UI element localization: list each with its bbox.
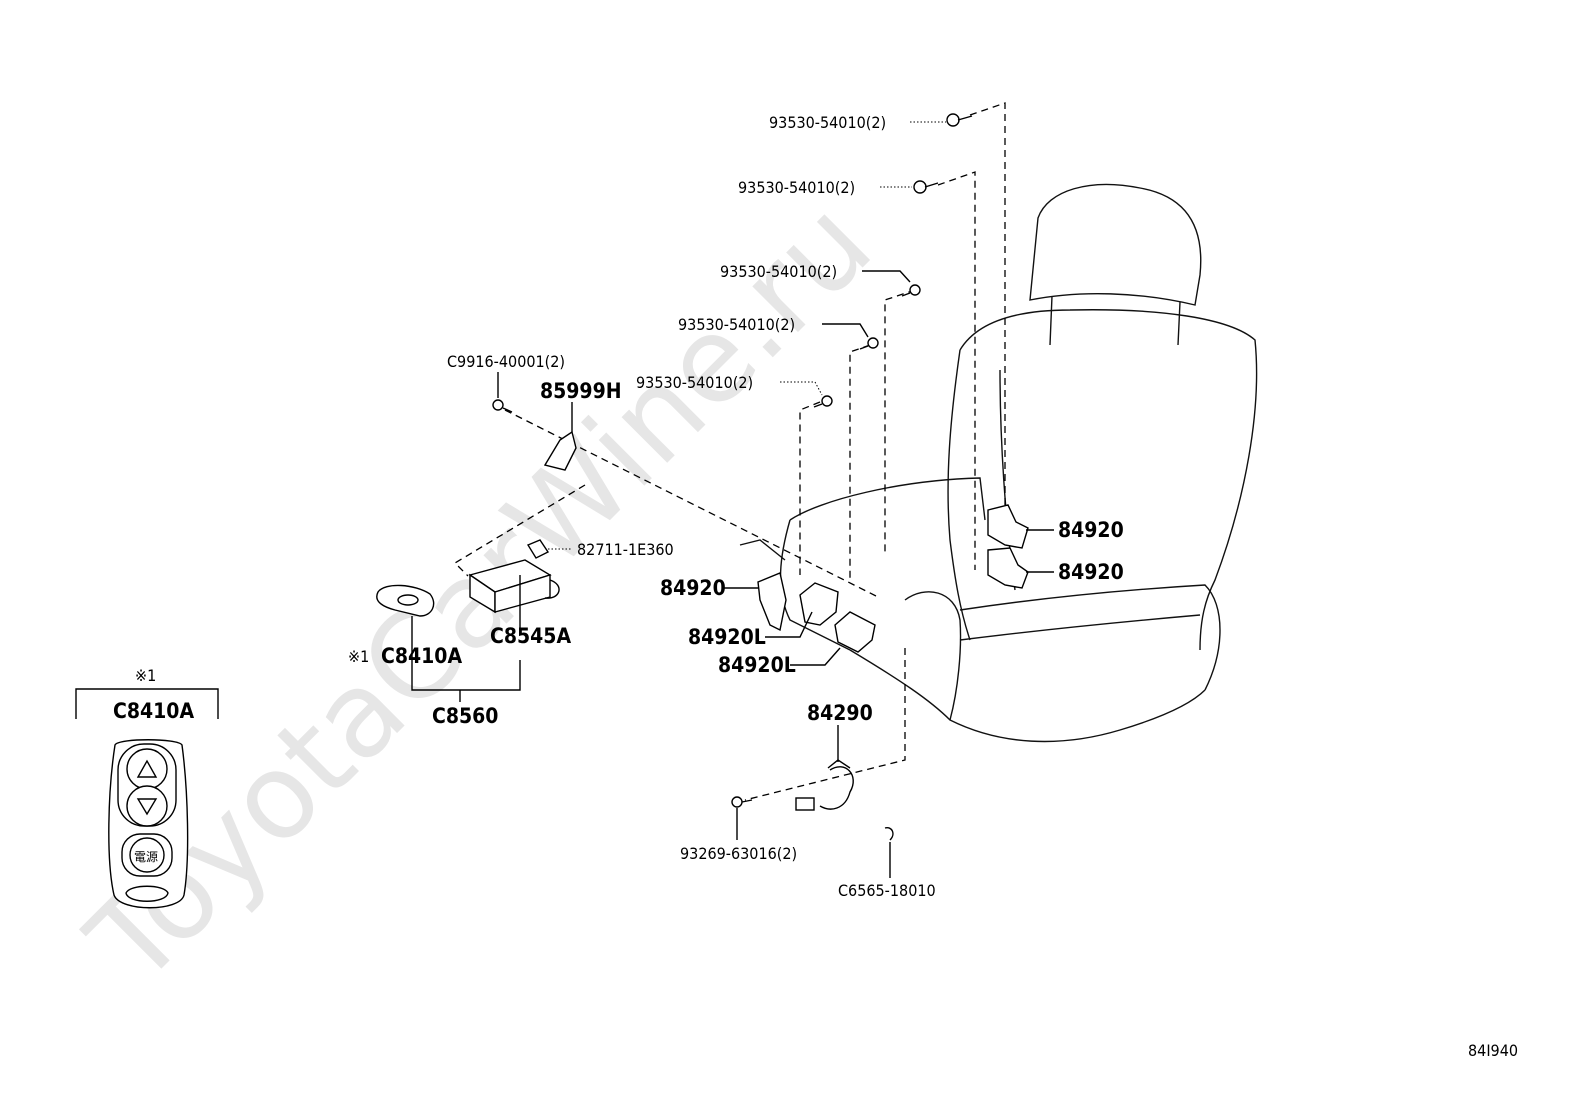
wire-harness-icon [795,759,854,811]
leader-lines [411,121,1054,878]
switch-icon [799,582,839,626]
inset-title: C8410A [113,699,194,723]
callout-labels: 93530-54010(2) 93530-54010(2) 93530-5401… [348,113,1124,900]
bolt-icon [859,337,879,350]
assembly-lines [453,102,1006,801]
label-c8560: C8560 [432,704,498,728]
label-84290: 84290 [807,701,873,725]
label-85999h: 85999H [540,379,622,403]
switch-icon [987,504,1029,549]
label-84920l-a: 84920L [688,625,766,649]
bolt-icon [901,284,921,297]
receiver-box-icon [468,559,560,614]
clip-icon [492,399,513,413]
inset-key-fob: ※1 C8410A 電源 [75,666,219,909]
switch-icon [987,547,1029,589]
bolt-icon [946,113,973,127]
label-93530-e: 93530-54010(2) [636,373,753,392]
seat-outline [739,183,1258,743]
label-c8545a: C8545A [490,624,571,648]
label-84920l-b: 84920L [718,653,796,677]
fob-button-glyph: 電源 [134,850,158,864]
label-c6565: C6565-18010 [838,881,936,900]
label-93530-b: 93530-54010(2) [738,178,855,197]
clip-icon [884,827,894,841]
label-84920-r1: 84920 [1058,518,1124,542]
label-c9916: C9916-40001(2) [447,352,565,371]
inset-note: ※1 [135,666,156,685]
bolt-icon [731,796,753,808]
label-82711: 82711-1E360 [577,540,674,559]
diagram-id: 84I940 [1468,1041,1518,1060]
bolt-icon [813,395,833,408]
switch-icon [757,572,787,632]
label-c8410a: C8410A [381,644,462,668]
label-93530-c: 93530-54010(2) [720,262,837,281]
label-c8410a-note: ※1 [348,647,369,666]
label-93530-d: 93530-54010(2) [678,315,795,334]
label-93530-a: 93530-54010(2) [769,113,886,132]
label-93269: 93269-63016(2) [680,844,797,863]
clamp-icon [526,539,550,559]
key-fob-icon [376,584,435,617]
label-84920-r2: 84920 [1058,560,1124,584]
label-84920-left: 84920 [660,576,726,600]
switch-icon [834,611,876,653]
bolt-icon [913,180,939,194]
bracket-icon [543,430,577,471]
